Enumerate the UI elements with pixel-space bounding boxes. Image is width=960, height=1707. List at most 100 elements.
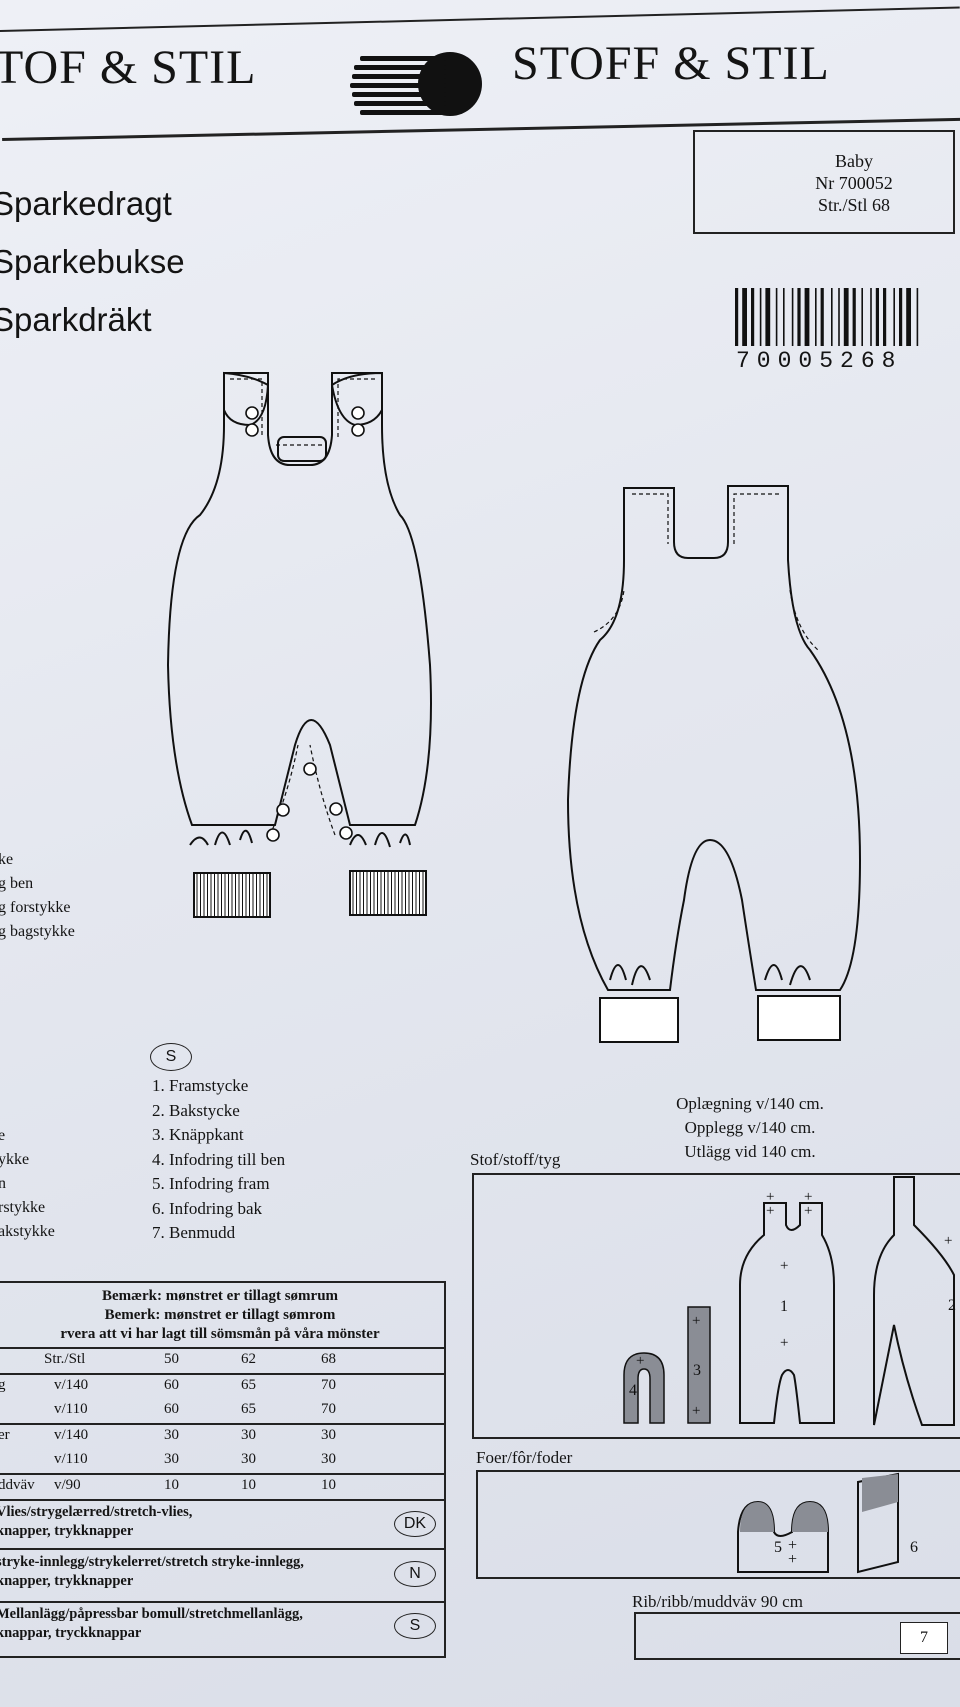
seam-allowance-notes: Bemærk: mønstret er tillagt sømrum Bemer… [0,1287,444,1344]
list-item: ykke [0,1151,30,1168]
piece-label: 4 [629,1382,637,1399]
list-item: ke [0,851,14,868]
header-cell: 62 [241,1351,256,1367]
front-view-drawing [166,371,432,918]
svg-text:+: + [766,1189,774,1205]
cell: 10 [241,1477,256,1493]
list-item: g ben [0,875,34,892]
table-row: v/110 30 30 30 [0,1449,444,1473]
language-code-badge: DK [394,1511,436,1537]
lang-line: knappar, tryckknappar [0,1625,142,1641]
fabric-label: Stof/stoff/tyg [470,1150,561,1169]
note-line: Bemærk: mønstret er tillagt sømrum [101,1288,339,1304]
interfacing-swedish: Mellanlägg/påpressbar bomull/stretchmell… [0,1605,444,1643]
category-label: Baby [835,151,873,171]
cell: 10 [164,1477,179,1493]
interfacing-danish: Vlies/strygelærred/stretch-vlies, knappe… [0,1503,444,1541]
fabric-requirements-table: Bemærk: mønstret er tillagt sømrum Bemer… [0,1281,446,1658]
cell: 60 [164,1401,179,1417]
pattern-info-box: Baby Nr 700052 Str./Stl 68 [693,130,955,234]
header-cell: 68 [321,1351,336,1367]
rib-layout-box [634,1612,960,1660]
table-row: g v/140 60 65 70 [0,1375,444,1399]
cell: 70 [321,1377,336,1393]
divider [0,1499,444,1501]
row-width: v/110 [54,1451,88,1467]
piece-label: 1 [780,1298,788,1315]
lang-line: knapper, trykknapper [0,1523,134,1539]
cell: 30 [164,1451,179,1467]
lang-line: knapper, trykknapper [0,1573,134,1589]
brand-logo-icon [350,52,482,116]
divider [0,1601,444,1603]
list-item: 1. Framstycke [152,1076,249,1095]
lang-line: Mellanlägg/påpressbar bomull/stretchmell… [0,1606,303,1622]
product-titles: Sparkedragt Sparkebukse Sparkdräkt [0,175,185,349]
title-danish: Sparkedragt [0,185,172,222]
cell: 30 [241,1427,256,1443]
language-code-badge: N [394,1561,436,1587]
list-item: e [0,1127,6,1144]
row-width: v/140 [54,1377,89,1393]
svg-text:+: + [944,1233,952,1249]
svg-text:+: + [788,1551,797,1568]
svg-text:+: + [804,1203,812,1219]
language-code-badge: S [394,1613,436,1639]
cell: 30 [321,1451,336,1467]
svg-text:+: + [766,1203,774,1219]
svg-text:+: + [780,1335,788,1351]
back-view-drawing [566,485,862,1043]
table-header-row: Str./Stl 50 62 68 [0,1349,444,1373]
layout-line: Utlägg vid 140 cm. [684,1142,816,1161]
fabric-layout-box: ++ ++ ++ + ++ + 1 2 3 4 [472,1173,960,1439]
brand-name-left: TOF & STIL [0,41,257,94]
brand-name-right: STOFF & STIL [512,37,830,90]
cell: 65 [241,1377,256,1393]
table-row: er v/140 30 30 30 [0,1425,444,1449]
rib-label: Rib/ribb/muddväv 90 cm [632,1592,803,1611]
list-item: akstykke [0,1223,55,1240]
list-item: g forstykke [0,899,71,916]
row-label: ddväv [0,1477,35,1493]
divider [0,1373,444,1375]
svg-text:+: + [692,1403,700,1419]
row-label: er [0,1427,10,1443]
cell: 30 [321,1427,336,1443]
row-width: v/140 [54,1427,89,1443]
partial-part-list-danish: ke g ben g forstykke g bagstykke [0,848,75,944]
barcode-number: 70005268 [736,348,903,374]
lang-line: stryke-innlegg/strykelerret/stretch stry… [0,1554,304,1570]
swedish-part-list: 1. Framstycke 2. Bakstycke 3. Knäppkant … [152,1074,285,1246]
list-item: 5. Infodring fram [152,1174,270,1193]
list-item: rstykke [0,1199,46,1216]
title-norwegian: Sparkebukse [0,243,185,280]
piece-label: 3 [693,1362,701,1379]
cell: 65 [241,1401,256,1417]
list-item: 7. Benmudd [152,1223,236,1242]
piece-label: 6 [910,1539,918,1556]
list-item: 2. Bakstycke [152,1100,240,1120]
list-item: 4. Infodring till ben [152,1149,286,1169]
row-width: v/110 [54,1401,88,1417]
divider [0,1423,444,1425]
layout-line: Opplegg v/140 cm. [684,1118,816,1137]
lang-line: Vlies/strygelærred/stretch-vlies, [0,1504,193,1520]
svg-text:+: + [692,1313,700,1329]
swedish-language-badge: S [150,1043,192,1071]
header-cell: Str./Stl [44,1351,86,1367]
list-item: 6. Infodring bak [152,1198,263,1218]
title-swedish: Sparkdräkt [0,301,152,338]
list-item: 3. Knäppkant [152,1125,244,1144]
layout-line: Oplægning v/140 cm. [676,1094,824,1113]
lining-label: Foer/fôr/foder [476,1448,573,1467]
row-width: v/90 [54,1477,81,1493]
rib-piece-label: 7 [900,1622,948,1654]
svg-text:+: + [636,1353,644,1369]
lining-layout-box: 5 ++ 6 [476,1470,960,1579]
cell: 10 [321,1477,336,1493]
piece-label: 2 [948,1297,956,1314]
cell: 70 [321,1401,336,1417]
list-item: g bagstykke [0,923,75,940]
cell: 30 [241,1451,256,1467]
